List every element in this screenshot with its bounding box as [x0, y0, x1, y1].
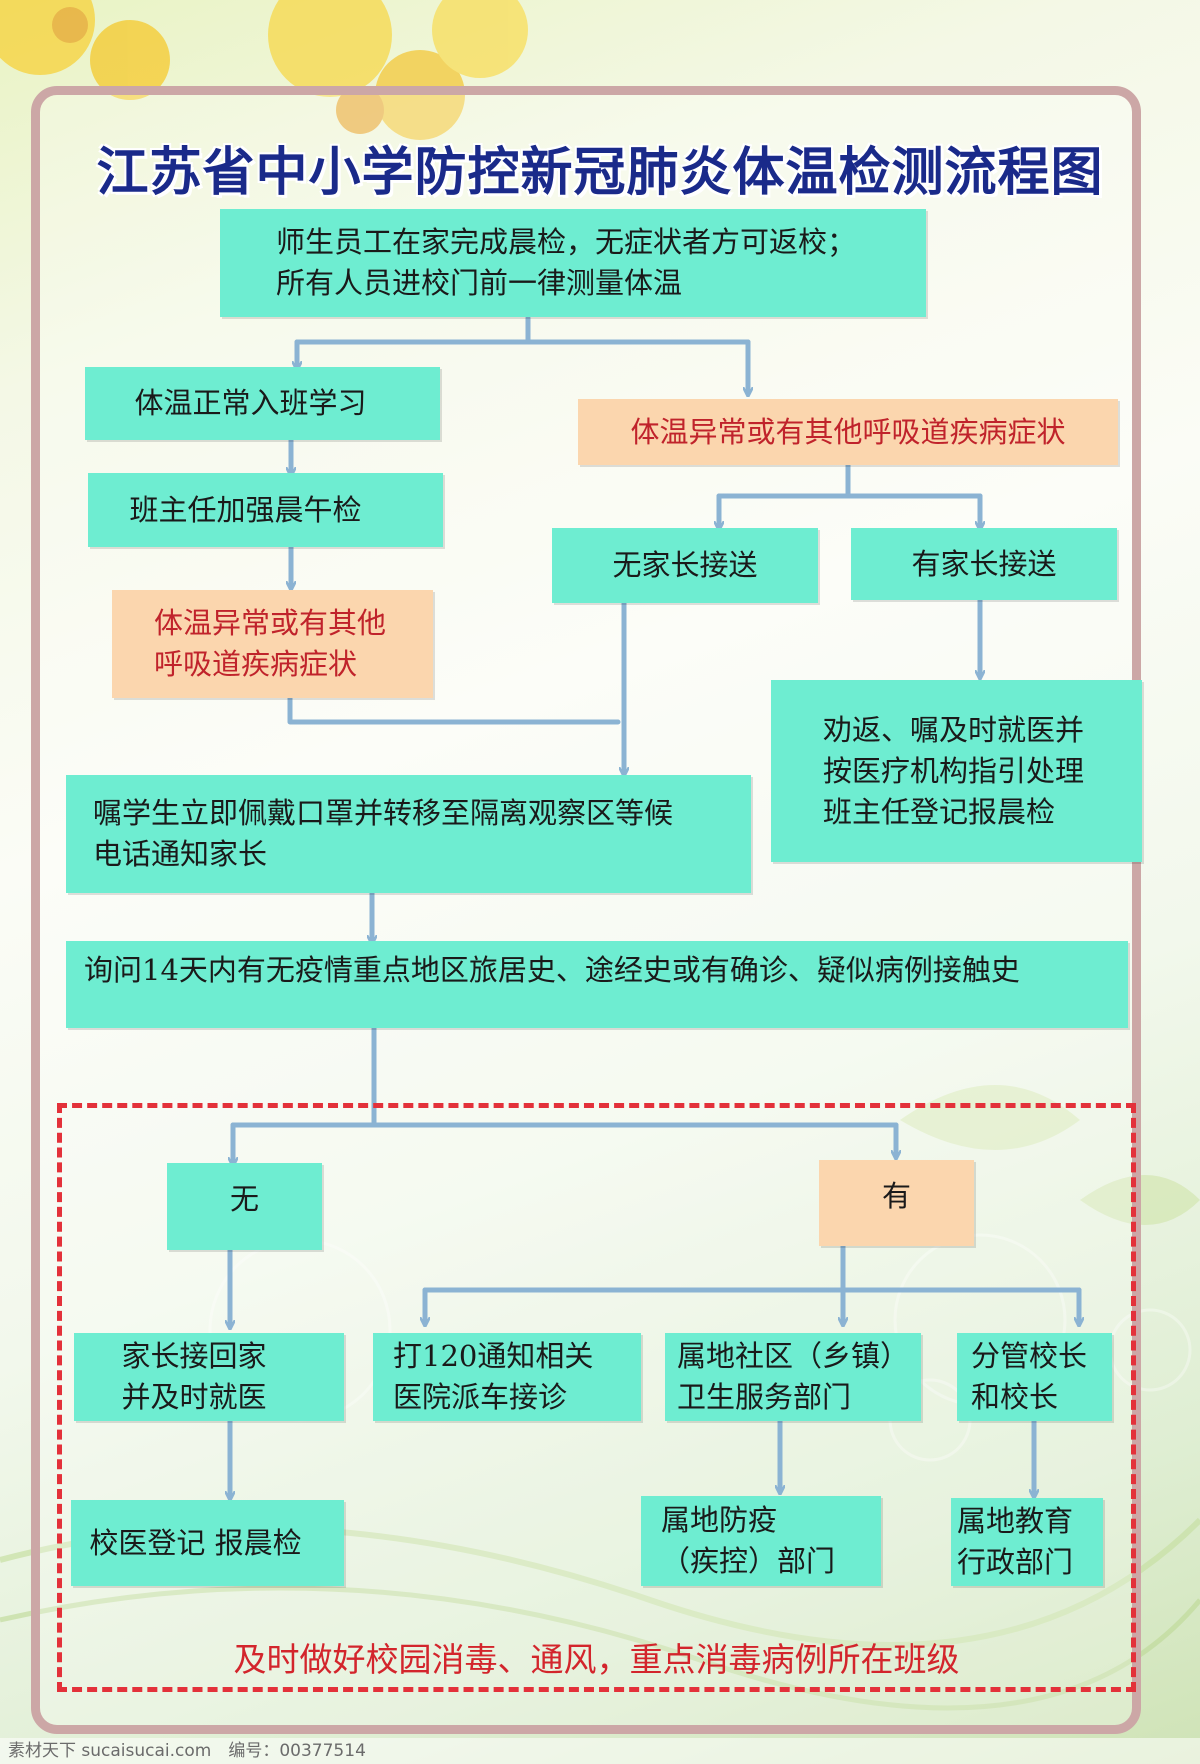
- connector-inquire-split: [230, 1025, 899, 1128]
- node-none: 无: [167, 1163, 322, 1250]
- node-headteacher-check: 班主任加强晨午检: [88, 473, 443, 547]
- node-school-doctor: 校医登记 报晨检: [71, 1500, 344, 1586]
- node-principal: 分管校长 和校长: [957, 1333, 1112, 1421]
- node-normal: 体温正常入班学习: [85, 367, 440, 440]
- node-cdc: 属地防疫 （疾控）部门: [641, 1496, 881, 1586]
- node-has-parent: 有家长接送: [851, 528, 1117, 600]
- page-title: 江苏省中小学防控新冠肺炎体温检测流程图: [96, 143, 1104, 203]
- node-community: 属地社区（乡镇） 卫生服务部门: [665, 1333, 921, 1421]
- connector-yes-split: [422, 1243, 1082, 1293]
- node-start: 师生员工在家完成晨检，无症状者方可返校； 所有人员进校门前一律测量体温: [220, 209, 926, 317]
- connector-left-abnormal-merge: [287, 694, 621, 725]
- node-left-abnormal: 体温异常或有其他 呼吸道疾病症状: [112, 590, 433, 698]
- frame-border: [31, 86, 1141, 1734]
- node-parent-pickup: 家长接回家 并及时就医: [74, 1333, 344, 1421]
- node-inquire: 询问14天内有无疫情重点地区旅居史、途经史或有确诊、疑似病例接触史: [66, 941, 1128, 1028]
- node-no-parent: 无家长接送: [552, 528, 818, 603]
- connector-start-split: [294, 315, 751, 345]
- dashed-region: [57, 1103, 1136, 1692]
- disinfection-note: 及时做好校园消毒、通风，重点消毒病例所在班级: [233, 1640, 960, 1679]
- node-education: 属地教育 行政部门: [951, 1498, 1103, 1586]
- connector-right-split: [716, 462, 983, 499]
- node-isolate: 嘱学生立即佩戴口罩并转移至隔离观察区等候 电话通知家长: [66, 775, 751, 893]
- node-right-abnormal: 体温异常或有其他呼吸道疾病症状: [578, 399, 1118, 465]
- node-yes: 有: [819, 1160, 974, 1246]
- watermark: 素材天下 sucaisucai.com 编号：00377514: [0, 1738, 1200, 1764]
- node-persuade: 劝返、嘱及时就医并 按医疗机构指引处理 班主任登记报晨检: [771, 680, 1142, 862]
- node-call120: 打120通知相关 医院派车接诊: [373, 1333, 641, 1421]
